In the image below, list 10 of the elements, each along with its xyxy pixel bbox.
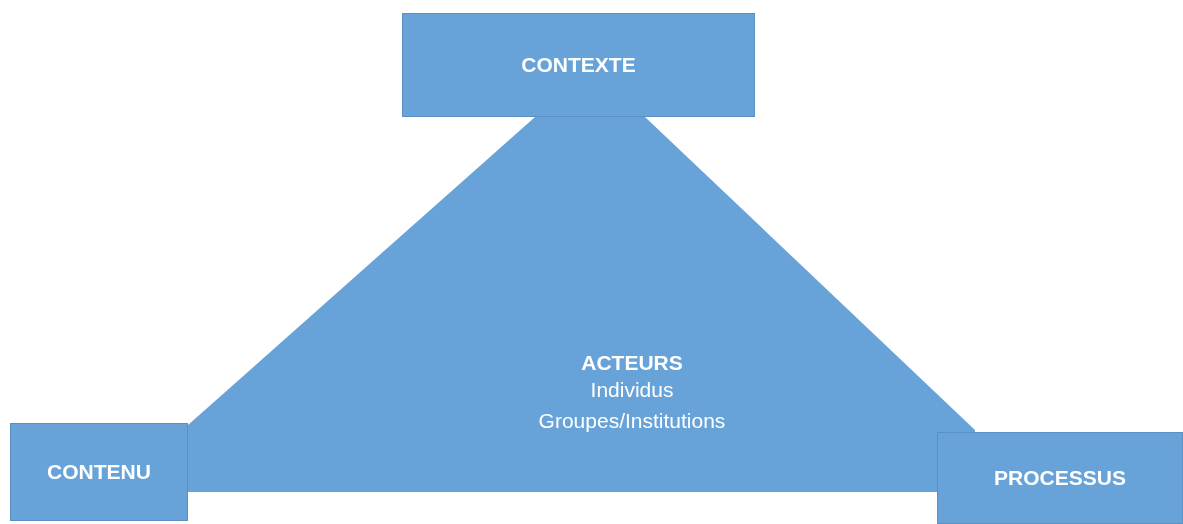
node-title: ACTEURS <box>581 350 683 376</box>
node-text: Groupes/Institutions <box>538 407 726 434</box>
node-title: PROCESSUS <box>994 465 1126 491</box>
node-title: CONTEXTE <box>521 52 636 78</box>
concept-box <box>937 432 1183 524</box>
actors-triangle <box>188 117 975 492</box>
node-title: CONTENU <box>47 459 151 485</box>
concept-box <box>402 13 755 117</box>
node-text: Individus <box>590 377 674 404</box>
concept-box <box>10 423 188 521</box>
